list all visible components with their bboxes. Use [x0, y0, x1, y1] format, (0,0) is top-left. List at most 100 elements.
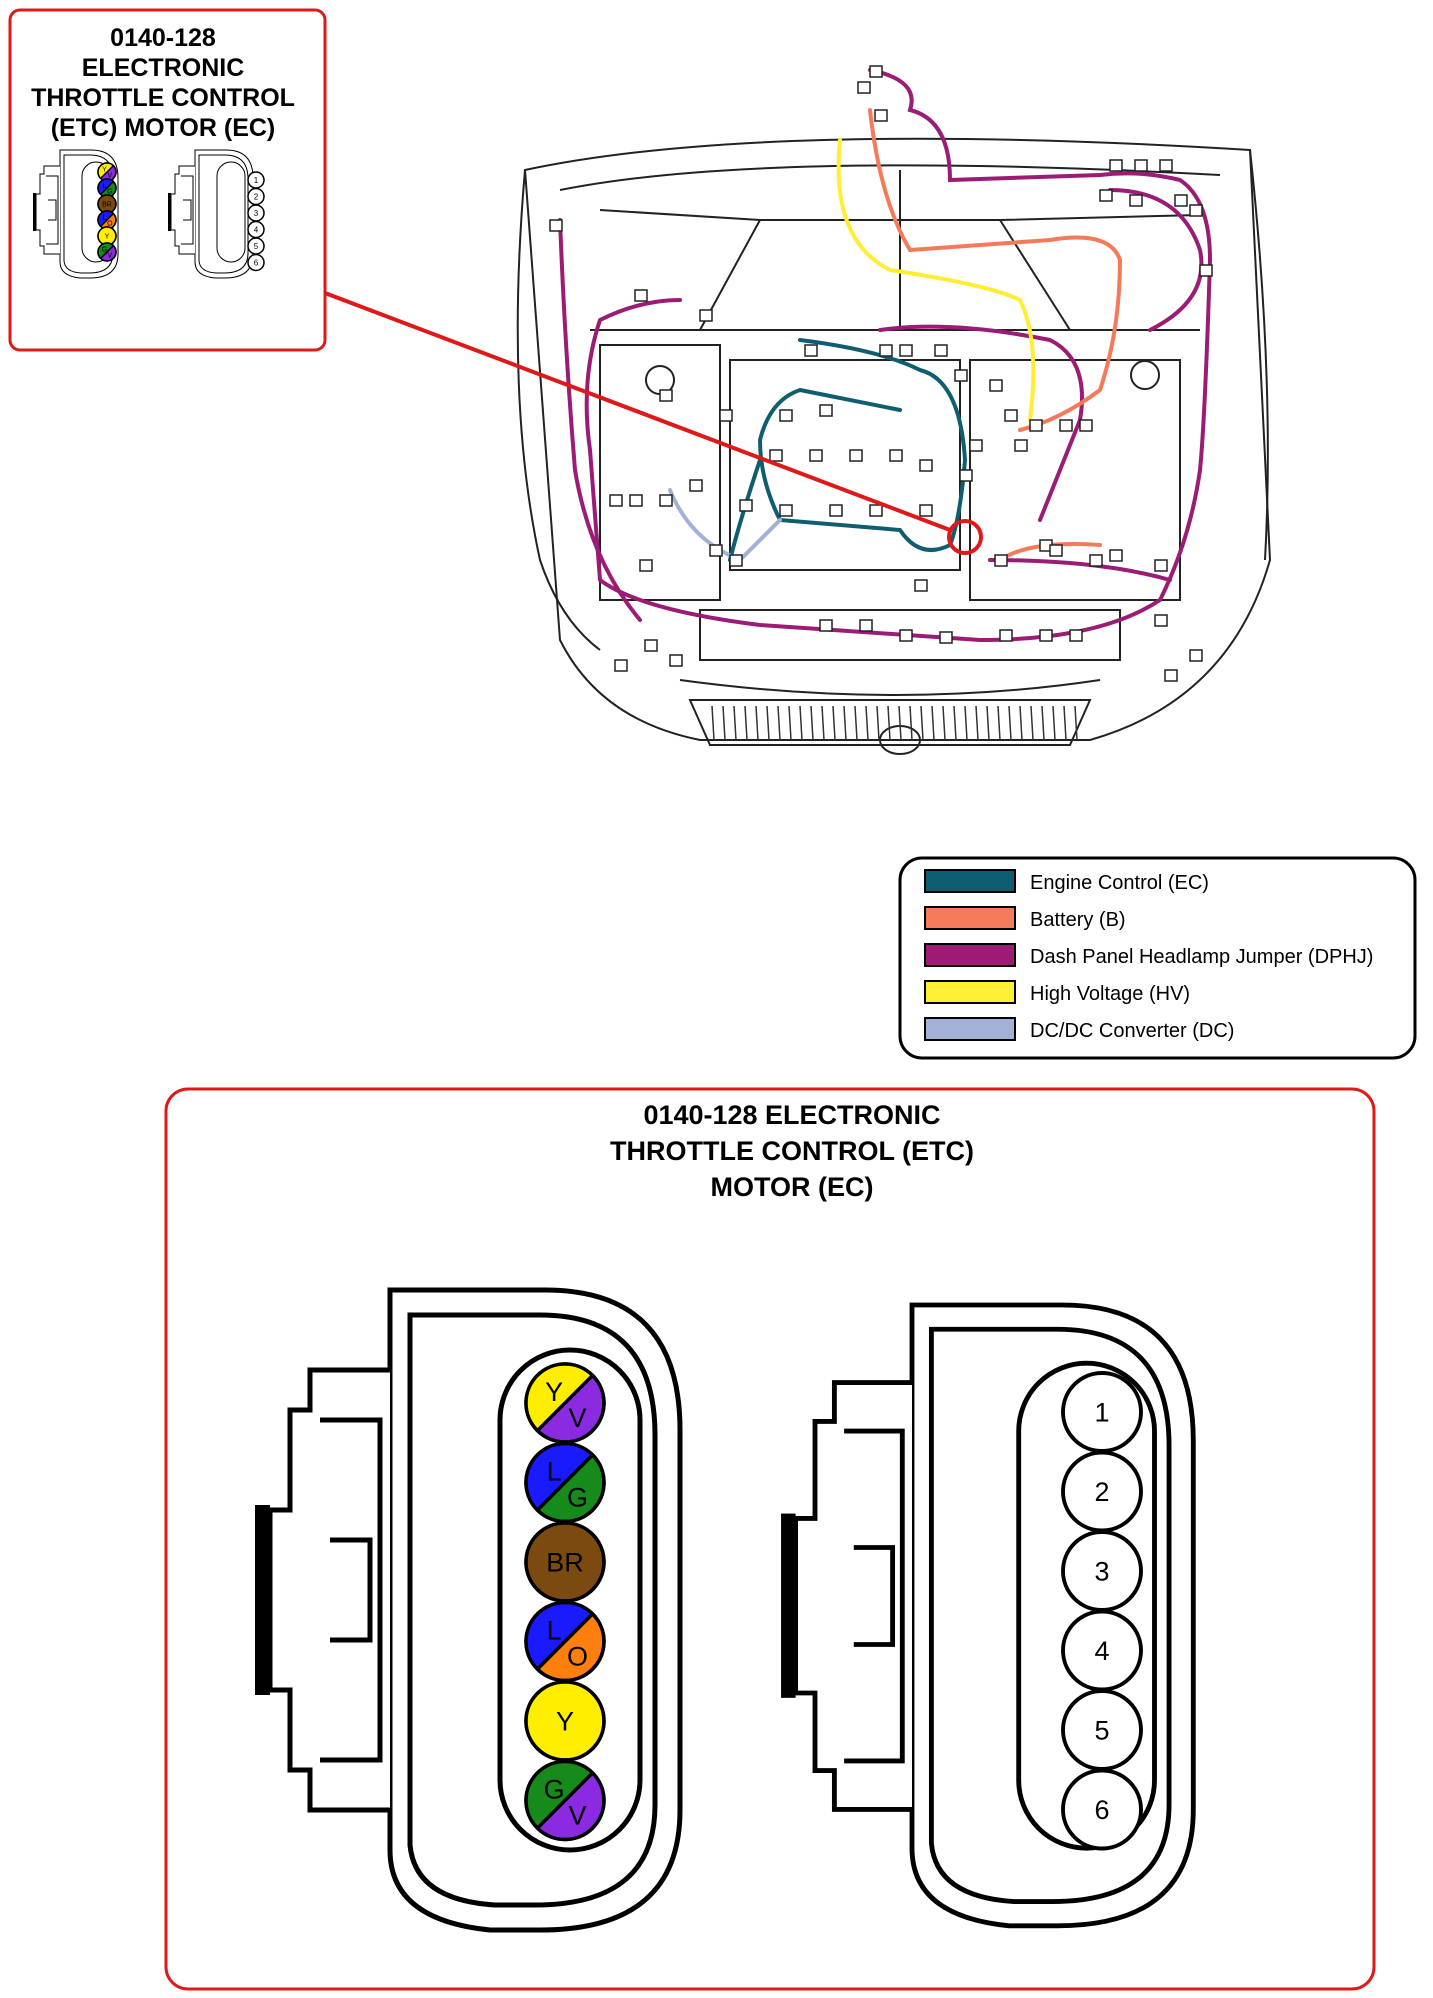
harness-connector-block — [1049, 544, 1063, 557]
harness-connector-block — [779, 409, 793, 422]
wire-dphj — [584, 68, 1213, 643]
harness-connector-block — [1089, 554, 1103, 567]
wire-pin-color-a: G — [102, 247, 107, 254]
harness-connector-block — [614, 659, 628, 672]
wire-pin-2: LG — [524, 1441, 606, 1524]
terminal-pin-4: 4 — [1061, 1609, 1143, 1692]
harness-connector-block — [729, 554, 743, 567]
legend-item: Battery (B) — [924, 906, 1126, 931]
terminal-pin-2: 2 — [1061, 1450, 1143, 1533]
harness-connector-block — [914, 579, 928, 592]
wire-pin-color-b: G — [107, 189, 112, 196]
wire-dphj-2 — [558, 218, 642, 622]
terminal-pin-4: 4 — [247, 220, 265, 239]
harness-connector-block — [1109, 549, 1123, 562]
harness-connector-block — [919, 459, 933, 472]
svg-text:3: 3 — [254, 209, 259, 218]
wire-ec-2 — [728, 458, 762, 562]
harness-connector-block — [1174, 194, 1188, 207]
legend: Engine Control (EC)Battery (B)Dash Panel… — [898, 856, 1417, 1060]
terminal-pin-3: 3 — [247, 204, 265, 222]
legend-item: Engine Control (EC) — [924, 869, 1209, 894]
harness-connector-block — [739, 499, 753, 512]
main-title-line-3: MOTOR (EC) — [711, 1172, 874, 1202]
terminal-pin-6: 6 — [1061, 1768, 1143, 1851]
harness-connector-block — [1164, 669, 1178, 682]
terminal-pin-1: 1 — [247, 171, 265, 189]
harness-connector-block — [994, 554, 1008, 567]
harness-connector-block — [1134, 159, 1148, 172]
harness-connector-block — [819, 619, 833, 632]
harness-connector-block — [989, 379, 1003, 392]
callout-circle — [947, 519, 983, 555]
wire-pin-4: LO — [524, 1600, 606, 1683]
legend-label: Battery (B) — [1030, 909, 1126, 931]
svg-text:1: 1 — [1094, 1398, 1109, 1428]
wire-pin-3: BR — [524, 1521, 606, 1603]
svg-text:1: 1 — [254, 176, 259, 185]
harness-connector-block — [804, 344, 818, 357]
grille-lines — [711, 705, 1078, 741]
svg-text:3: 3 — [1094, 1557, 1109, 1587]
harness-connector-block — [829, 504, 843, 517]
pin-cavity — [497, 1347, 643, 1853]
legend-swatch — [924, 906, 1016, 930]
harness-connector-block — [809, 449, 823, 462]
wire-pin-color-b: V — [108, 173, 113, 180]
svg-text:2: 2 — [254, 192, 259, 201]
legend-label: DC/DC Converter (DC) — [1030, 1020, 1234, 1042]
legend-item: High Voltage (HV) — [924, 980, 1190, 1005]
inset-title-line-2: ELECTRONIC — [82, 54, 245, 82]
wire-pin-5: Y — [524, 1680, 606, 1762]
svg-text:6: 6 — [254, 258, 259, 267]
legend-label: Engine Control (EC) — [1030, 872, 1209, 894]
harness-connector-block — [1189, 204, 1203, 217]
harness-connector-block — [939, 631, 953, 644]
harness-connector-block — [629, 494, 643, 507]
harness-connectors — [549, 65, 1213, 682]
wire-pin-color-a: L — [103, 183, 107, 190]
wire-pin-color-b: V — [568, 1801, 586, 1831]
harness-connector-block — [719, 409, 733, 422]
pin-cavity — [1016, 1360, 1157, 1851]
harness-connector-block — [1159, 159, 1173, 172]
harness-connector-block — [954, 369, 968, 382]
harness-connector-block — [634, 289, 648, 302]
pin-cavity — [216, 161, 246, 263]
harness-connector-block — [639, 559, 653, 572]
inset-title-line-4: (ETC) MOTOR (EC) — [51, 114, 276, 142]
harness-connector-block — [889, 449, 903, 462]
terminal-pin-5: 5 — [247, 237, 265, 255]
connector-shell-outer — [909, 1302, 1196, 1929]
harness-connector-block — [1004, 409, 1018, 422]
harness-connector-block — [999, 629, 1013, 642]
wire-dc — [668, 488, 782, 563]
wire-pin-5: Y — [97, 226, 117, 246]
vehicle-engine-bay — [516, 137, 1272, 755]
wire-pin-color-a: L — [547, 1616, 562, 1646]
harness-connector-block — [849, 449, 863, 462]
svg-text:5: 5 — [254, 242, 259, 251]
wire-pin-color-b: O — [567, 1642, 588, 1672]
harness-connector-block — [699, 309, 713, 322]
connector-shell-inner — [198, 154, 249, 274]
harness-connector-block — [879, 344, 893, 357]
harness-connector-block — [609, 494, 623, 507]
wire-pin-color-b: O — [107, 221, 113, 228]
harness-connector-block — [1059, 419, 1073, 432]
harness-connector-block — [1079, 419, 1093, 432]
harness-connector-block — [899, 629, 913, 642]
harness-connector-block — [1129, 194, 1143, 207]
wire-pin-1: YV — [524, 1362, 606, 1444]
wire-pin-color-a: L — [547, 1457, 562, 1487]
harness-connector-block — [1099, 189, 1113, 202]
wire-hv — [836, 138, 1036, 422]
harness-connector-block — [659, 389, 673, 402]
harness-connector-block — [769, 449, 783, 462]
inset-terminal-side-connector: 1 2 3 4 5 6 — [168, 149, 265, 279]
wire-dphj-5 — [1108, 188, 1204, 332]
legend-swatch — [924, 943, 1016, 967]
